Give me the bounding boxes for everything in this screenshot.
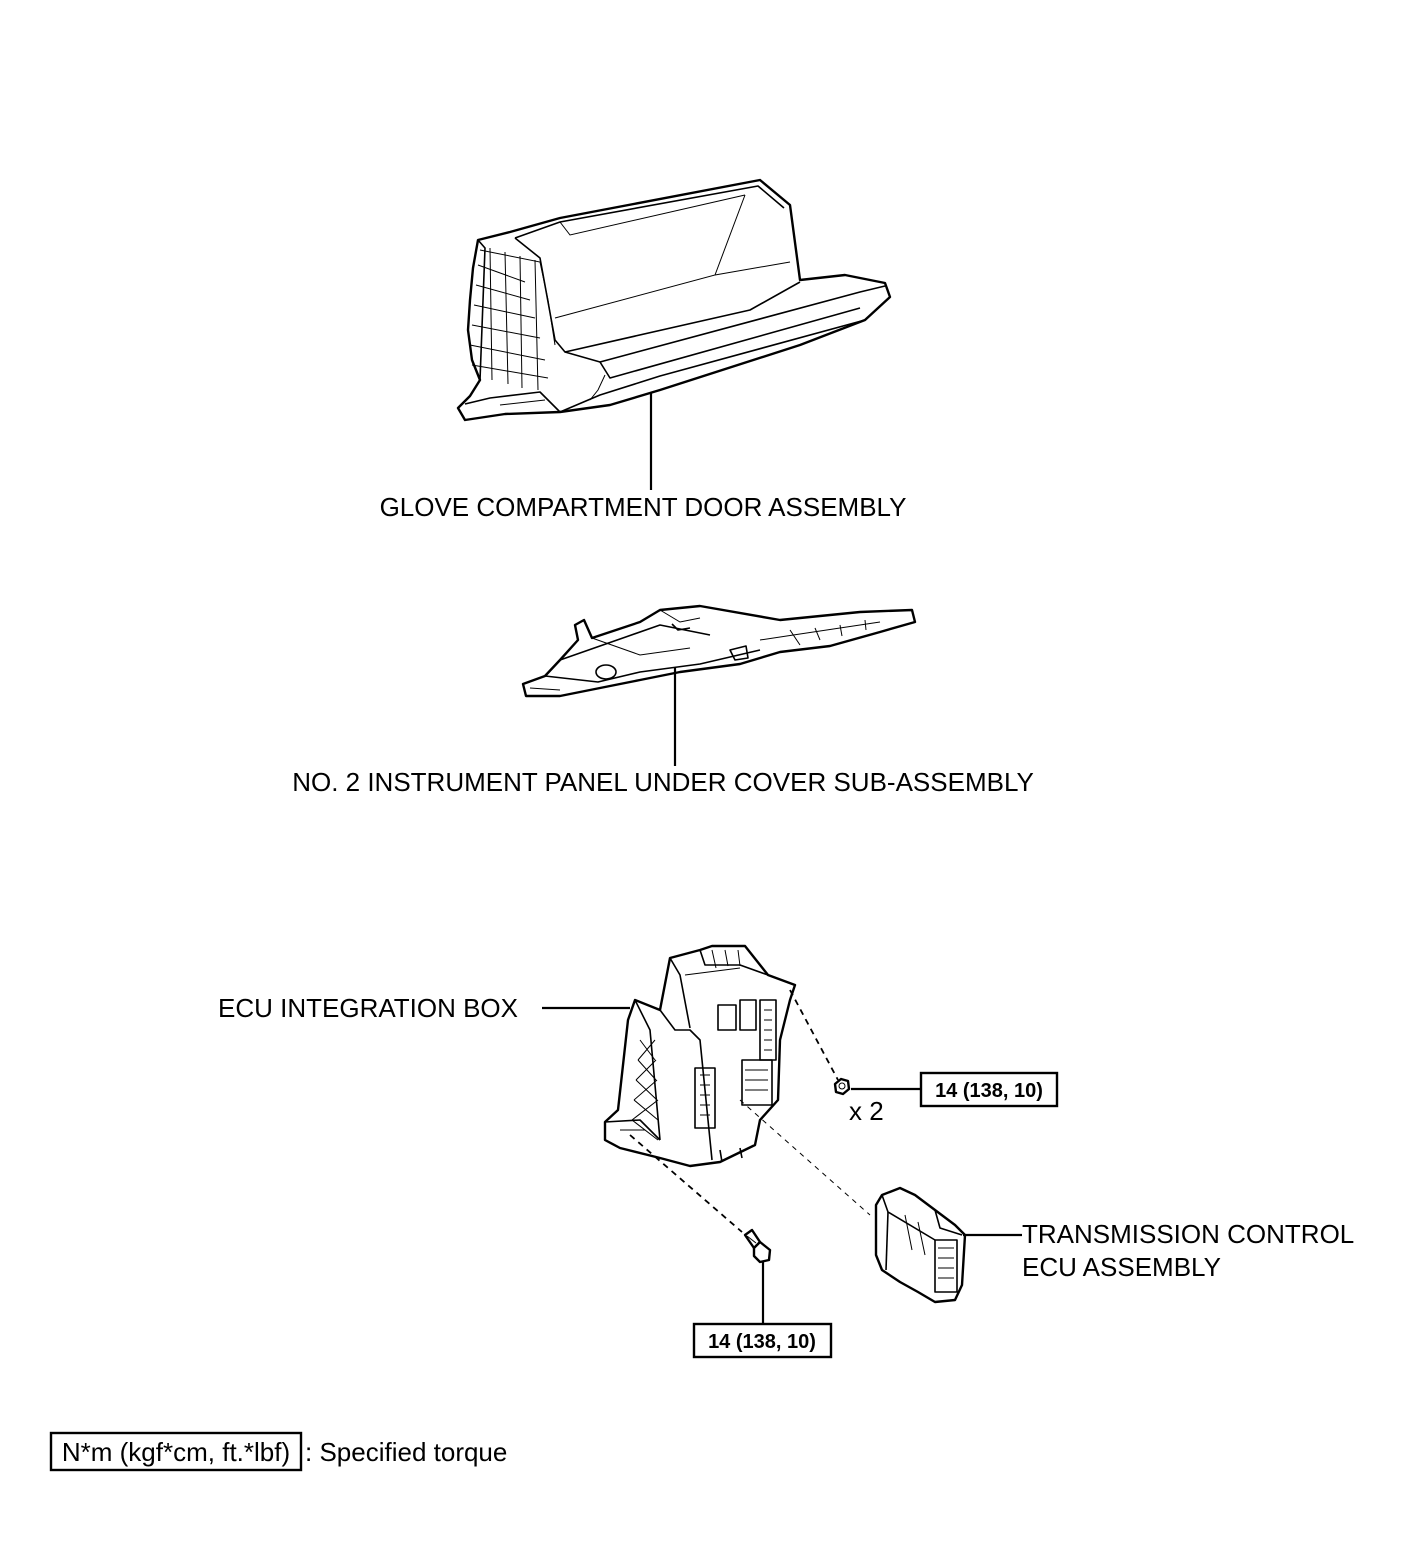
bolt-drawing: [743, 1228, 772, 1264]
transmission-ecu-drawing: [874, 1186, 967, 1304]
nut-drawing: [833, 1077, 851, 1096]
bolt-torque-value: 14 (138, 10): [708, 1331, 816, 1353]
legend-torque-box: [49, 1431, 303, 1472]
nut-dashed-path: [789, 989, 839, 1081]
legend-description: : Specified torque: [305, 1437, 507, 1467]
under-cover-drawing: [521, 604, 917, 698]
bolt-torque-box: [692, 1322, 833, 1359]
tcm-label-line1: TRANSMISSION CONTROL: [1022, 1219, 1354, 1249]
glove-compartment-door-drawing: [456, 178, 892, 422]
glove-compartment-door-label: GLOVE COMPARTMENT DOOR ASSEMBLY: [380, 492, 907, 522]
under-cover-label: NO. 2 INSTRUMENT PANEL UNDER COVER SUB-A…: [292, 767, 1034, 797]
ecu-integration-box-label: ECU INTEGRATION BOX: [218, 993, 518, 1023]
nut-torque-value: 14 (138, 10): [935, 1080, 1043, 1102]
tcm-label-line2: ECU ASSEMBLY: [1022, 1252, 1221, 1282]
nut-torque-box: [919, 1071, 1059, 1108]
legend-unit-label: N*m (kgf*cm, ft.*lbf): [62, 1437, 290, 1467]
tcm-mounting-path: [739, 1099, 871, 1216]
ecu-integration-box-drawing: [603, 944, 797, 1168]
nut-quantity: x 2: [849, 1096, 884, 1126]
bolt-dashed-path: [629, 1134, 743, 1233]
